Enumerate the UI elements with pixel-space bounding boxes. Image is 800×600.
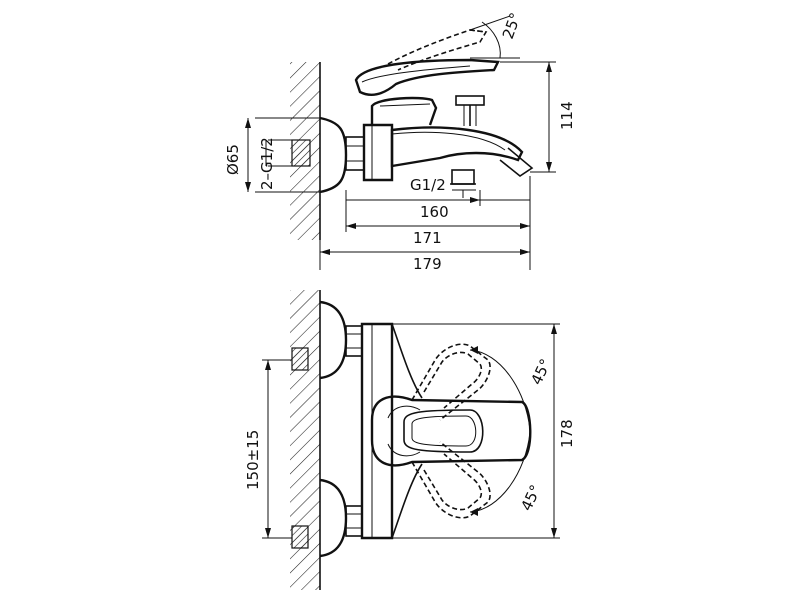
connector-nut-top (345, 136, 365, 171)
length-160-label: 160 (420, 203, 449, 221)
angle-dimension-45-upper: 45° (469, 346, 555, 431)
escutcheon-lower (291, 478, 363, 558)
outlet-connector-side (450, 169, 476, 198)
lever-upper-position (411, 343, 491, 421)
dimension-178: 178 (362, 323, 576, 539)
mixer-body-side (362, 96, 534, 182)
side-view: 25° 114 Ø65 2–G1/2 G1/2 (224, 10, 576, 273)
inlet-thread-label: 2–G1/2 (258, 137, 276, 190)
length-171-label: 171 (413, 229, 442, 247)
lever-lower-position (411, 441, 491, 519)
angle-upper-label: 45° (527, 356, 555, 388)
dimension-160: 160 (345, 190, 530, 232)
plan-view: 45° 45° 150±15 178 (244, 290, 576, 590)
dimension-114: 114 (500, 61, 576, 173)
outlet-thread-label: G1/2 (410, 176, 446, 194)
diameter-dimension: Ø65 2–G1/2 (224, 117, 320, 193)
dimension-179: 179 (319, 240, 530, 273)
angle-label-25: 25° (499, 10, 525, 41)
diameter-label: Ø65 (224, 144, 242, 175)
center-distance-label: 150±15 (244, 430, 262, 490)
dimension-150: 150±15 (244, 359, 292, 539)
diverter-knob-side (455, 95, 485, 126)
length-179-label: 179 (413, 255, 442, 273)
dimension-171: 171 (346, 176, 531, 270)
height-114-label: 114 (558, 101, 576, 130)
angle-lower-label: 45° (517, 482, 545, 514)
height-178-label: 178 (558, 419, 576, 448)
lever-handle-side (354, 29, 500, 96)
angle-dimension-25: 25° (469, 10, 525, 59)
mixer-body-plan (360, 322, 532, 540)
